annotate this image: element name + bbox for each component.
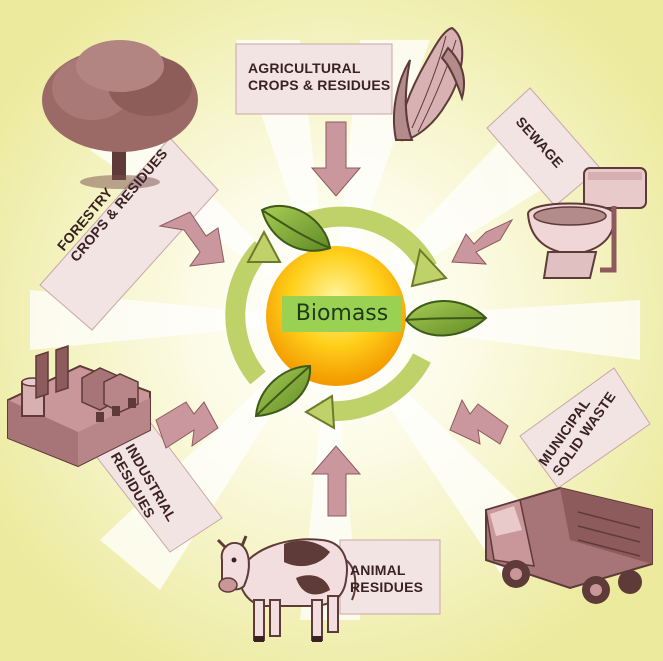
arrow-municipal <box>449 398 509 445</box>
arrow-agricultural <box>310 121 362 197</box>
cycle-arrowhead-top <box>410 247 448 288</box>
cycle-arrowhead-left <box>246 229 282 263</box>
arrow-sewage <box>451 218 514 265</box>
tree-icon <box>42 40 198 189</box>
cycle-arrowhead-bottom <box>304 394 336 430</box>
garbage-truck-icon <box>485 486 653 604</box>
arrow-forestry <box>158 211 225 267</box>
input-arrows <box>155 121 514 517</box>
corn-icon <box>393 26 466 142</box>
label-animal-line2: RESIDUES <box>350 579 424 595</box>
label-animal-line1: ANIMAL <box>350 562 406 578</box>
cow-icon <box>216 535 357 642</box>
label-agricultural-line2: CROPS & RESIDUES <box>248 77 391 93</box>
cycle-arrow-bottom <box>318 353 431 422</box>
factory-icon <box>7 344 151 468</box>
biomass-center-label: Biomass <box>282 296 402 332</box>
panel-municipal <box>519 367 651 489</box>
label-agricultural-line1: AGRICULTURAL <box>248 60 361 76</box>
panel-agricultural <box>235 43 393 115</box>
arrow-animal <box>310 445 362 517</box>
label-animal: ANIMAL RESIDUES <box>350 562 423 596</box>
arrow-industrial <box>155 401 219 449</box>
label-agricultural: AGRICULTURAL CROPS & RESIDUES <box>248 60 390 94</box>
toilet-icon <box>526 167 647 279</box>
leaves <box>254 204 488 418</box>
